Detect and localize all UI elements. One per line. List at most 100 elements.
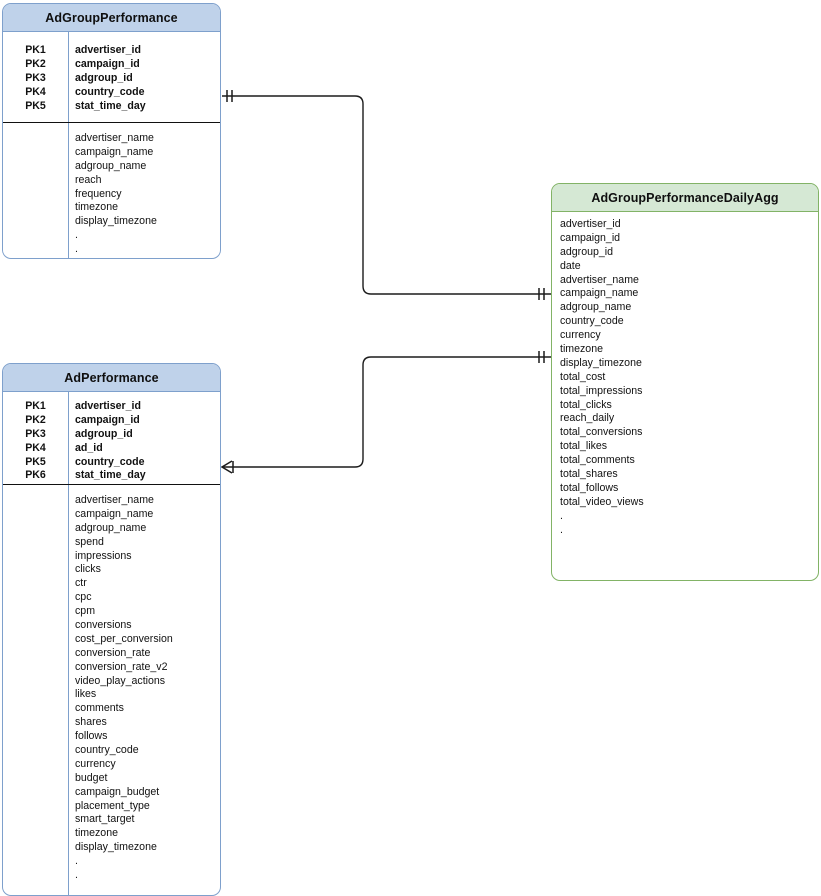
attribute: impressions [75,549,132,562]
attribute: adgroup_name [560,301,632,314]
attribute: currency [75,757,116,770]
attribute: total_impressions [560,384,643,397]
key-field: stat_time_day [75,469,146,482]
entity-ad-performance[interactable]: AdPerformance PK1 PK2 PK3 PK4 PK5 PK6 ad… [2,363,221,896]
key-field: adgroup_id [75,427,133,440]
key-field: ad_id [75,441,103,454]
attribute: timezone [75,201,118,214]
attribute: shares [75,716,107,729]
key-field-list-adgroup-performance: advertiser_id campaign_id adgroup_id cou… [75,44,216,113]
attribute: display_timezone [75,215,157,228]
key-field: campaign_id [75,413,140,426]
attribute: country_code [560,315,624,328]
key-field: country_code [75,85,145,98]
attribute: likes [75,688,97,701]
key-tag: PK6 [25,469,46,482]
attribute: placement_type [75,799,150,812]
key-tag: PK5 [25,99,46,112]
attribute: campaign_name [75,145,154,158]
attribute-ellipsis: . [75,243,78,256]
key-tag: PK5 [25,455,46,468]
attribute: conversion_rate_v2 [75,660,168,673]
attribute: cpc [75,591,92,604]
key-field: advertiser_id [75,44,141,56]
attribute: video_play_actions [75,674,166,687]
attribute: total_video_views [560,495,644,508]
entity-title-ad-performance: AdPerformance [3,364,220,392]
attribute: adgroup_name [75,521,147,534]
attribute: timezone [75,827,118,840]
attribute: conversions [75,619,132,632]
entity-adgroup-performance[interactable]: AdGroupPerformance PK1 PK2 PK3 PK4 PK5 a… [2,3,221,259]
column-divider [68,32,69,258]
attribute-ellipsis: . [75,855,78,868]
attribute: date [560,259,581,272]
attribute: cost_per_conversion [75,632,173,645]
key-field-list-ad-performance: advertiser_id campaign_id adgroup_id ad_… [75,400,216,483]
key-field: adgroup_id [75,71,133,84]
attribute: advertiser_name [560,273,639,286]
column-divider [68,392,69,895]
attribute: campaign_name [560,287,639,300]
attribute-list-ad-performance: advertiser_name campaign_name adgroup_na… [75,494,216,883]
attribute-list-adgroup-performance-daily-agg: advertiser_id campaign_id adgroup_id dat… [552,212,818,537]
attribute: total_follows [560,481,619,494]
key-tag: PK1 [25,400,46,412]
key-tag: PK2 [25,413,46,426]
attribute: total_comments [560,454,635,467]
attribute: frequency [75,187,122,200]
attribute-ellipsis: . [75,229,78,242]
attribute: campaign_budget [75,785,160,798]
key-tag: PK2 [25,57,46,70]
attribute: advertiser_name [75,132,154,144]
attribute-list-adgroup-performance: advertiser_name campaign_name adgroup_na… [75,132,216,257]
attribute: total_likes [560,440,608,453]
attribute: cpm [75,605,96,618]
attribute: total_cost [560,370,606,383]
key-tag-list-ad-performance: PK1 PK2 PK3 PK4 PK5 PK6 [3,400,68,483]
attribute: follows [75,730,108,743]
key-tag: PK3 [25,71,46,84]
attribute: campaign_id [560,231,621,244]
attribute: adgroup_name [75,159,147,172]
attribute: smart_target [75,813,135,826]
attribute: reach [75,173,102,186]
attribute-ellipsis: . [560,509,563,522]
attribute: currency [560,329,601,342]
entity-body-adgroup-performance: PK1 PK2 PK3 PK4 PK5 advertiser_id campai… [3,32,220,258]
attribute: display_timezone [75,841,157,854]
key-section-divider [3,122,220,123]
entity-body-ad-performance: PK1 PK2 PK3 PK4 PK5 PK6 advertiser_id ca… [3,392,220,895]
key-field: stat_time_day [75,99,146,112]
key-section-divider [3,484,220,485]
entity-adgroup-performance-daily-agg[interactable]: AdGroupPerformanceDailyAgg advertiser_id… [551,183,819,581]
attribute: ctr [75,577,87,590]
relationship-ad-to-agg[interactable] [220,351,551,474]
attribute: country_code [75,744,139,757]
relationship-adgroup-to-agg[interactable] [222,90,551,300]
attribute: advertiser_name [75,494,154,506]
attribute: reach_daily [560,412,615,425]
attribute: clicks [75,563,101,576]
key-tag: PK3 [25,427,46,440]
attribute-ellipsis: . [560,523,563,536]
key-tag-list-adgroup-performance: PK1 PK2 PK3 PK4 PK5 [3,44,68,113]
key-tag: PK4 [25,85,46,98]
attribute: comments [75,702,124,715]
entity-title-adgroup-performance-daily-agg: AdGroupPerformanceDailyAgg [552,184,818,212]
attribute-ellipsis: . [75,869,78,882]
attribute: advertiser_id [560,218,621,230]
key-field: advertiser_id [75,400,141,412]
attribute: adgroup_id [560,245,614,258]
attribute: total_shares [560,468,618,481]
attribute: budget [75,771,108,784]
attribute: timezone [560,343,603,356]
attribute: campaign_name [75,507,154,520]
attribute: total_clicks [560,398,612,411]
entity-title-adgroup-performance: AdGroupPerformance [3,4,220,32]
attribute: spend [75,535,104,548]
key-field: campaign_id [75,57,140,70]
key-field: country_code [75,455,145,468]
